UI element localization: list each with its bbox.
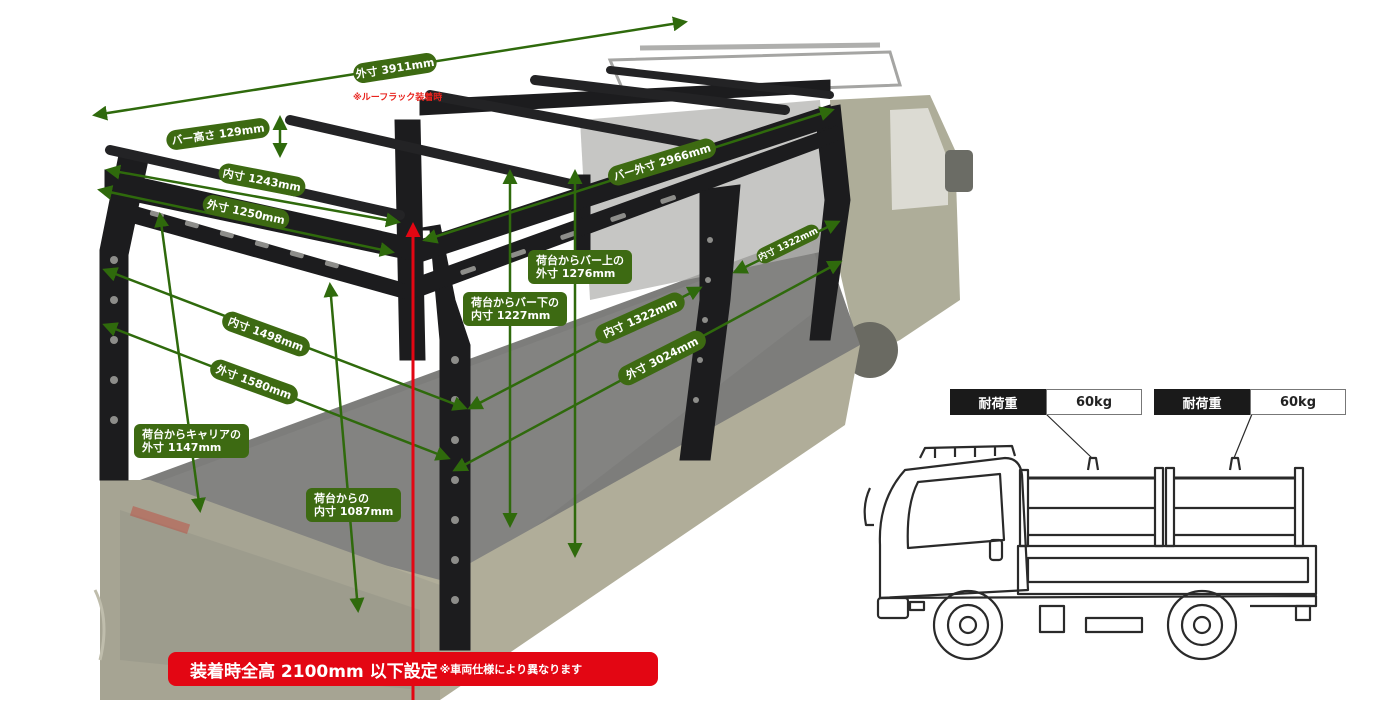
label-bed-bar-bottom-line1: 荷台からバー下の: [471, 296, 559, 309]
label-bed-bar-bottom-line2: 内寸 1227mm: [471, 309, 551, 322]
roof-rack-note: ※ルーフラック装着時: [353, 93, 443, 103]
line-front-wheel: [932, 589, 1004, 661]
total-height-banner: 装着時全高 2100mm 以下設定 ※車両仕様により異なります: [168, 652, 658, 686]
cab-window: [890, 108, 948, 210]
label-bed-bar-top: 荷台からバー上の 外寸 1276mm: [528, 250, 632, 284]
banner-main-text: 装着時全高 2100mm 以下設定: [190, 661, 438, 682]
label-bed-bar-top-line1: 荷台からバー上の: [536, 254, 624, 267]
side-mirror: [945, 150, 973, 192]
label-bed-inner-line2: 内寸 1087mm: [314, 505, 394, 518]
label-bed-carrier-line1: 荷台からキャリアの: [142, 428, 241, 441]
line-cab-roof-rack: [919, 444, 1017, 459]
label-bed-inner-line1: 荷台からの: [314, 492, 369, 505]
label-bed-bar-bottom: 荷台からバー下の 内寸 1227mm: [463, 292, 567, 326]
gate-chain: [93, 589, 106, 661]
line-rear-wheel: [1166, 589, 1238, 661]
label-bed-carrier: 荷台からキャリアの 外寸 1147mm: [134, 424, 249, 458]
banner-sub-text: ※車両仕様により異なります: [439, 663, 583, 676]
load-badge-2-key: 耐荷重: [1154, 389, 1250, 415]
callout-line-1: [1045, 413, 1093, 459]
line-bed-side: [1016, 544, 1318, 596]
load-badge-1-value: 60kg: [1046, 389, 1142, 415]
arrow-bed-carrier-1147: [154, 212, 206, 513]
load-badge-1: 耐荷重 60kg: [950, 389, 1142, 415]
truck-line-art: [863, 413, 1318, 661]
line-door-handle: [988, 538, 1004, 562]
label-bed-inner: 荷台からの 内寸 1087mm: [306, 488, 402, 522]
callout-line-2: [1233, 413, 1253, 459]
load-badge-2: 耐荷重 60kg: [1154, 389, 1346, 415]
rear-gate: [100, 480, 440, 700]
load-badge-1-key: 耐荷重: [950, 389, 1046, 415]
line-cab-window: [906, 472, 1006, 550]
line-mirror: [863, 487, 874, 527]
load-badge-2-value: 60kg: [1250, 389, 1346, 415]
label-bed-carrier-line2: 外寸 1147mm: [142, 441, 222, 454]
label-bed-bar-top-line2: 外寸 1276mm: [536, 267, 616, 280]
cross-bar-2: [285, 115, 580, 190]
arrow-bed-inner-1087: [323, 282, 365, 613]
